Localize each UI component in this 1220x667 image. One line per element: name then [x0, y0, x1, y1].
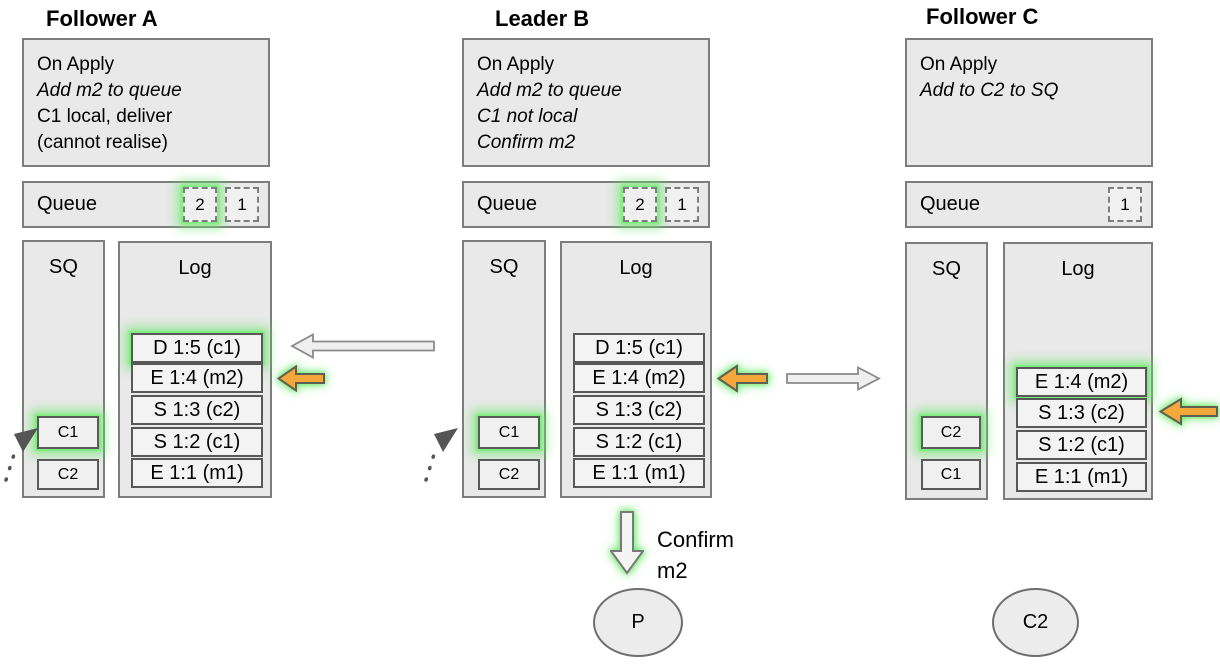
sq-label: SQ — [489, 256, 519, 278]
apply-line: Add to C2 to SQ — [920, 80, 1059, 101]
sq-item: C2 — [921, 416, 981, 449]
sq-item: C2 — [37, 459, 99, 490]
log-entry: S 1:2 (c1) — [1016, 430, 1147, 460]
log-label: Log — [619, 257, 653, 279]
apply-line: C1 not local — [477, 106, 578, 127]
log-entry: E 1:4 (m2) — [131, 363, 263, 393]
leader-b-sq-box: SQ C1 C2 — [462, 240, 546, 498]
apply-line: Add m2 to queue — [37, 80, 182, 101]
log-entry: E 1:1 (m1) — [1016, 462, 1147, 492]
log-entry: S 1:3 (c2) — [1016, 398, 1147, 428]
queue-label: Queue — [37, 193, 98, 215]
queue-slot: 2 — [183, 187, 217, 222]
confirm-line: m2 — [657, 558, 688, 583]
confirm-m2-label: Confirm m2 — [657, 524, 734, 586]
follower-c-sq-box: SQ C2 C1 — [905, 242, 988, 500]
queue-slot: 1 — [225, 187, 259, 222]
node-p-ellipse: P — [593, 588, 683, 657]
apply-line: On Apply — [477, 54, 555, 75]
apply-line: On Apply — [920, 54, 998, 75]
apply-orange-left-arrow-icon — [717, 364, 768, 393]
log-entry: E 1:1 (m1) — [131, 458, 263, 488]
log-entry: S 1:3 (c2) — [131, 395, 263, 425]
follower-c-log-box: Log E 1:4 (m2) S 1:3 (c2) S 1:2 (c1) E 1… — [1003, 242, 1153, 500]
sq-label: SQ — [49, 256, 78, 278]
apply-orange-left-arrow-icon — [1159, 397, 1218, 426]
follower-c-title: Follower C — [926, 4, 1039, 29]
replicate-left-arrow-icon — [290, 333, 435, 359]
log-label: Log — [178, 257, 212, 279]
confirm-line: Confirm — [657, 527, 735, 552]
leader-b-log-box: Log D 1:5 (c1) E 1:4 (m2) S 1:3 (c2) S 1… — [560, 241, 712, 498]
log-label: Log — [1061, 258, 1095, 280]
log-entry: S 1:3 (c2) — [573, 395, 705, 425]
follower-a-title: Follower A — [46, 6, 158, 31]
deliver-dotted-arrow-icon — [424, 428, 458, 482]
apply-line: C1 local, deliver — [37, 106, 173, 127]
leader-b-apply-box: On Apply Add m2 to queue C1 not local Co… — [462, 38, 710, 167]
sq-label: SQ — [932, 258, 961, 280]
deliver-dotted-arrow-icon — [4, 428, 38, 482]
follower-a-queue-box: Queue 2 1 — [22, 181, 270, 228]
sq-item: C1 — [478, 416, 540, 449]
log-entry: E 1:4 (m2) — [573, 363, 705, 393]
queue-slot: 1 — [665, 187, 699, 222]
queue-label: Queue — [920, 193, 981, 215]
log-entry: D 1:5 (c1) — [573, 333, 705, 363]
log-entry: S 1:2 (c1) — [131, 427, 263, 457]
sq-item: C2 — [478, 459, 540, 490]
replicate-right-arrow-icon — [786, 366, 881, 391]
follower-a-sq-box: SQ C1 C2 — [22, 240, 105, 498]
confirm-down-arrow-icon — [610, 511, 644, 575]
follower-c-queue-box: Queue 1 — [905, 181, 1153, 228]
log-entry: E 1:1 (m1) — [573, 458, 705, 488]
sq-item: C1 — [37, 416, 99, 449]
queue-slot: 1 — [1108, 187, 1142, 222]
apply-line: (cannot realise) — [37, 132, 168, 153]
follower-c-apply-box: On Apply Add to C2 to SQ — [905, 38, 1153, 167]
apply-line: Confirm m2 — [477, 132, 576, 153]
apply-line: On Apply — [37, 54, 115, 75]
queue-label: Queue — [477, 193, 538, 215]
log-entry: D 1:5 (c1) — [131, 333, 263, 363]
apply-orange-left-arrow-icon — [277, 365, 325, 392]
queue-slot: 2 — [623, 187, 657, 222]
follower-a-apply-box: On Apply Add m2 to queue C1 local, deliv… — [22, 38, 270, 167]
apply-line: Add m2 to queue — [477, 80, 622, 101]
follower-a-log-box: Log D 1:5 (c1) E 1:4 (m2) S 1:3 (c2) S 1… — [118, 241, 272, 498]
leader-b-title: Leader B — [495, 6, 590, 31]
node-c2-ellipse: C2 — [992, 588, 1079, 657]
log-entry: E 1:4 (m2) — [1016, 367, 1147, 397]
log-entry: S 1:2 (c1) — [573, 427, 705, 457]
leader-b-queue-box: Queue 2 1 — [462, 181, 710, 228]
sq-item: C1 — [921, 459, 981, 490]
